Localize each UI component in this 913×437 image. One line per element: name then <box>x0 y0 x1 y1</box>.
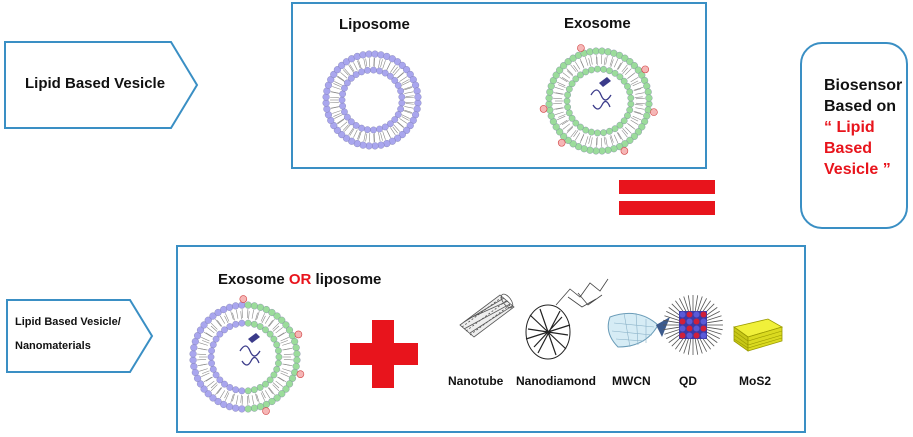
combination-illustrations <box>189 278 784 415</box>
material-label-nanotube: Nanotube <box>448 374 504 388</box>
bottom-arrow-line-1: Lipid Based Vesicle/ <box>15 316 121 328</box>
result-line-3: “ Lipid <box>824 119 875 136</box>
hybrid-vesicle-icon <box>189 295 305 415</box>
result-line-1: Biosensor <box>824 77 903 94</box>
liposome-label: Liposome <box>339 16 410 33</box>
liposome-icon <box>322 50 422 150</box>
title-part-1: Exosome <box>218 271 289 288</box>
mos2-icon <box>733 318 784 352</box>
top-vesicle-box: Liposome Exosome <box>291 2 707 169</box>
title-or: OR <box>288 271 312 288</box>
material-label-mos2: MoS2 <box>739 374 772 388</box>
qd-icon <box>663 295 723 355</box>
mwcn-icon <box>607 312 670 348</box>
plus-icon <box>350 320 418 388</box>
top-arrow-label: Lipid Based Vesicle <box>25 75 166 92</box>
nanotube-icon <box>459 293 515 338</box>
result-line-5: Vesicle ” <box>824 161 891 178</box>
exosome-label: Exosome <box>564 15 631 32</box>
vesicle-illustrations <box>322 44 658 155</box>
material-label-mwcn: MWCN <box>612 374 651 388</box>
nanodiamond-icon <box>525 278 609 360</box>
bottom-arrow-line-2: Nanomaterials <box>15 340 91 352</box>
title-part-2: liposome <box>311 271 382 288</box>
bottom-combination-box: Exosome OR liposome <box>176 245 806 433</box>
material-label-nanodiamond: Nanodiamond <box>516 374 596 388</box>
top-arrow: Lipid Based Vesicle <box>3 40 199 130</box>
result-line-2: Based on <box>824 98 897 115</box>
combination-title: Exosome OR liposome <box>218 271 381 288</box>
equals-icon <box>619 180 715 215</box>
bottom-arrow-shape <box>6 299 154 373</box>
exosome-icon <box>539 44 658 155</box>
result-line-4: Based <box>824 140 873 157</box>
biosensor-result-box: Biosensor Based on “ Lipid Based Vesicle… <box>800 42 908 229</box>
material-label-qd: QD <box>679 374 697 388</box>
bottom-arrow: Lipid Based Vesicle/ Nanomaterials <box>5 298 155 374</box>
top-arrow-shape <box>4 41 199 129</box>
